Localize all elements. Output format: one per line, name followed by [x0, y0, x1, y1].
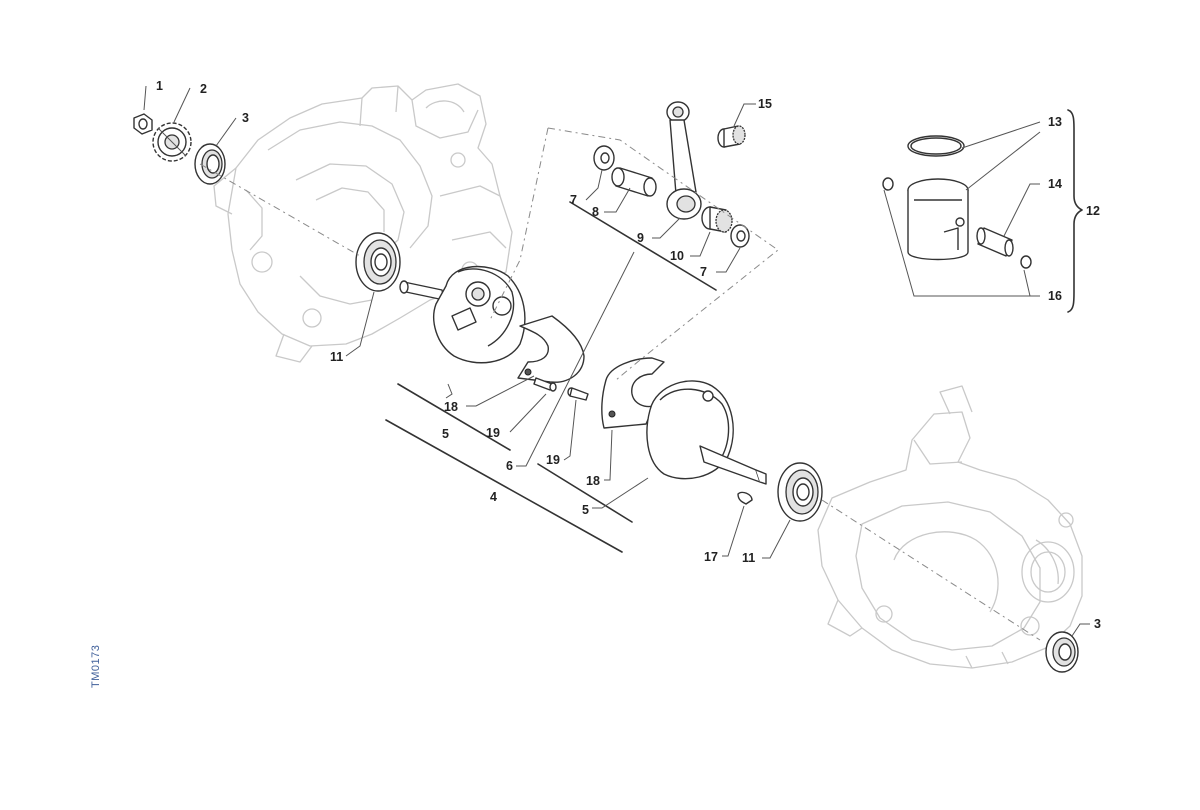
woodruff-key-part-17 — [737, 491, 753, 505]
oil-seal-part-3-left — [194, 143, 226, 185]
callout-4: 4 — [490, 490, 497, 504]
piston-ring-part-13 — [907, 135, 965, 157]
callout-3-right: 3 — [1094, 617, 1101, 631]
screw-part-19-right — [567, 387, 589, 401]
callout-19-left: 19 — [486, 426, 500, 440]
nut-part-1 — [133, 113, 153, 135]
bearing-part-11-left — [355, 232, 401, 292]
callout-18-right: 18 — [586, 474, 600, 488]
left-crankcase-half — [213, 83, 513, 363]
callout-labels: 1 2 3 3 4 5 5 6 7 7 8 9 10 11 11 12 13 1… — [156, 79, 1101, 631]
callout-18-left: 18 — [444, 400, 458, 414]
callout-7-bottom: 7 — [700, 265, 707, 279]
callout-9: 9 — [637, 231, 644, 245]
gear-part-2 — [152, 122, 192, 162]
leader-lines — [143, 85, 1090, 637]
callout-17: 17 — [704, 550, 718, 564]
assembly-axis-lines — [199, 127, 1041, 641]
bearing-part-11-right — [777, 462, 823, 522]
thrust-washer-part-7-top — [593, 145, 615, 171]
callout-10: 10 — [670, 249, 684, 263]
callout-11-right: 11 — [742, 551, 755, 565]
circlip-part-16 — [882, 177, 1032, 269]
counterweight-part-18-left — [517, 315, 585, 383]
group-brackets — [385, 109, 1083, 553]
needle-bearing-part-10 — [701, 206, 733, 233]
oil-seal-part-3-right — [1045, 631, 1079, 673]
connecting-rod-part-9 — [666, 101, 702, 220]
callout-14: 14 — [1048, 177, 1062, 191]
right-crankcase-half — [817, 385, 1083, 669]
callout-19-right: 19 — [546, 453, 560, 467]
callout-3-left: 3 — [242, 111, 249, 125]
drawing-code: TM0173 — [90, 644, 102, 688]
callout-12: 12 — [1086, 204, 1100, 218]
piston-pin-part-14 — [976, 227, 1014, 257]
callout-15: 15 — [758, 97, 772, 111]
callout-5-left: 5 — [442, 427, 449, 441]
callout-6: 6 — [506, 459, 513, 473]
screw-part-19-left — [533, 377, 557, 392]
needle-bearing-part-15 — [717, 125, 746, 148]
crankshaft-half-right — [646, 380, 767, 485]
callout-11-left: 11 — [330, 350, 343, 364]
callout-7-top: 7 — [570, 193, 577, 207]
crankshaft-half-left — [399, 265, 526, 364]
callout-5-right: 5 — [582, 503, 589, 517]
counterweight-part-18-right — [601, 357, 665, 429]
callout-16: 16 — [1048, 289, 1062, 303]
thrust-washer-part-7-bottom — [730, 224, 750, 248]
piston-part-12 — [907, 178, 969, 261]
crank-pin-part-8 — [611, 167, 657, 197]
callout-2: 2 — [200, 82, 207, 96]
callout-8: 8 — [592, 205, 599, 219]
callout-13: 13 — [1048, 115, 1062, 129]
callout-1: 1 — [156, 79, 163, 93]
